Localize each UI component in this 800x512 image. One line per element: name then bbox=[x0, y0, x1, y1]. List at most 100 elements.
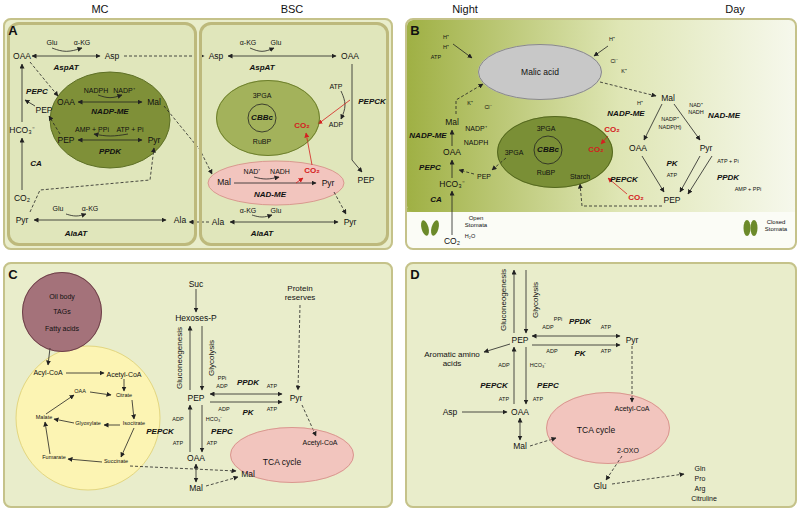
arrow bbox=[210, 394, 282, 395]
cofactor-label: RuBP bbox=[253, 138, 271, 145]
arrow bbox=[234, 183, 316, 184]
metabolite-label: Mal bbox=[217, 178, 231, 187]
ion-label: NADP(H) bbox=[659, 125, 682, 131]
enzyme-label: NADP-ME bbox=[409, 132, 446, 140]
arrow bbox=[54, 419, 74, 423]
ion-label: ADP bbox=[546, 349, 557, 355]
enzyme-label: PK bbox=[574, 350, 585, 358]
node-title: BSC bbox=[281, 4, 304, 15]
enzyme-label: AspAT bbox=[249, 64, 274, 72]
enzyme-label: AspAT bbox=[53, 64, 78, 72]
cofactor-label: ATP + Pi bbox=[116, 126, 143, 133]
arrow bbox=[302, 405, 316, 436]
metabolite-label: PEP bbox=[187, 394, 204, 403]
enzyme-label: AlaAT bbox=[251, 230, 274, 238]
node-title: C bbox=[8, 268, 17, 281]
stomata-label: Closed Stomata bbox=[759, 219, 793, 232]
arrow bbox=[484, 344, 510, 352]
cofactor-label: ATP bbox=[329, 83, 342, 90]
arrow bbox=[98, 95, 122, 98]
metabolite-label: Pyr bbox=[148, 136, 161, 145]
arrow bbox=[514, 270, 515, 333]
co2-label: CO₂ bbox=[294, 122, 310, 130]
oil-body: Oil bodyTAGsFatty acids bbox=[22, 272, 102, 352]
metabolite-label: Pyr bbox=[626, 336, 639, 345]
ion-label: Citrate bbox=[116, 393, 132, 399]
enzyme-label: PEPCK bbox=[146, 428, 174, 436]
metabolite-label: OAA bbox=[341, 52, 359, 61]
arrow bbox=[32, 56, 100, 57]
ion-label: ADP bbox=[498, 363, 509, 369]
arrow bbox=[600, 82, 656, 96]
metabolite-label: CO₂ bbox=[14, 194, 30, 203]
arrow bbox=[34, 220, 166, 221]
enzyme-label: PK bbox=[242, 409, 253, 417]
enzyme-label: NAD-ME bbox=[254, 191, 286, 199]
cofactor-label: PEP bbox=[477, 173, 491, 180]
cofactor-label: NADH bbox=[270, 168, 290, 175]
enzyme-label: PPDK bbox=[717, 174, 739, 182]
enzyme-label: NAD-ME bbox=[708, 112, 740, 120]
metabolite-label: Mal bbox=[147, 98, 161, 107]
heading-label: Night bbox=[452, 4, 478, 15]
cofactor-label: Glu bbox=[271, 207, 282, 214]
metabolite-label: OAA bbox=[13, 52, 31, 61]
node-title: CBBc bbox=[537, 146, 559, 154]
arrow bbox=[104, 425, 120, 426]
ion-label: NADH bbox=[688, 110, 704, 116]
enzyme-label: PK bbox=[666, 160, 677, 168]
panel: BMalic acidCBBc bbox=[405, 18, 797, 250]
metabolite-label: Ala bbox=[174, 216, 186, 225]
ion-label: HCO₃⁻ bbox=[206, 417, 222, 423]
metabolite-label: Asp bbox=[209, 52, 224, 61]
enzyme-label: PEPC bbox=[211, 428, 233, 436]
cofactor-label: α-KG bbox=[82, 205, 99, 212]
arrow bbox=[530, 438, 556, 446]
arrow bbox=[78, 102, 142, 103]
panel: DTCA cycle bbox=[405, 262, 797, 508]
panel: AMCBSCCBBc bbox=[3, 18, 393, 250]
metabolite-label: Pyr bbox=[290, 394, 303, 403]
ion-label: ATP + Pi bbox=[717, 159, 738, 165]
metabolite-label: Mal bbox=[445, 118, 459, 127]
ion-label: Fumarate bbox=[42, 455, 66, 461]
stomata-label: Open Stomata bbox=[460, 215, 492, 228]
arrow bbox=[452, 191, 453, 235]
cofactor-label: Glu bbox=[47, 39, 58, 46]
arrow bbox=[452, 160, 453, 178]
arrow bbox=[49, 116, 60, 134]
cofactor-label: Arg bbox=[695, 485, 706, 492]
ion-label: ADP bbox=[542, 325, 553, 331]
cofactor-label: Acyl-CoA bbox=[33, 369, 62, 376]
ion-label: ADP bbox=[218, 407, 229, 413]
metabolite-label: Asp bbox=[105, 52, 120, 61]
metabolite-label: PEP bbox=[35, 106, 52, 115]
arrow bbox=[252, 215, 272, 217]
arrow bbox=[594, 46, 608, 56]
cofactor-label: ADP bbox=[329, 121, 343, 128]
ion-label: ADP bbox=[216, 384, 227, 390]
panel: COil bodyTAGsFatty acidsTCA cycle bbox=[3, 262, 393, 508]
arrow bbox=[22, 138, 23, 190]
ion-label: AMP + PPi bbox=[735, 187, 762, 193]
cofactor-label: Gln bbox=[695, 465, 706, 472]
co2-label: CO₂ bbox=[588, 146, 604, 154]
arrow bbox=[66, 373, 104, 374]
arrow bbox=[680, 156, 700, 192]
arrow bbox=[206, 477, 238, 486]
ion-label: PPi bbox=[554, 317, 563, 323]
ion-label: NAD⁺ bbox=[689, 103, 703, 109]
cell: MC bbox=[7, 22, 197, 246]
arrow bbox=[45, 422, 50, 454]
node-title: D bbox=[410, 268, 419, 281]
node-text: Fatty acids bbox=[45, 325, 79, 332]
arrow bbox=[606, 456, 622, 480]
metabolite-label: Pyr bbox=[344, 218, 357, 227]
metabolite-label: CO₂ bbox=[444, 237, 460, 246]
node-title: MC bbox=[91, 4, 108, 15]
ion-label: H⁺ bbox=[443, 45, 449, 51]
ion-label: Malate bbox=[36, 415, 53, 421]
arrow bbox=[78, 140, 142, 141]
metabolite-label: OAA bbox=[511, 408, 529, 417]
